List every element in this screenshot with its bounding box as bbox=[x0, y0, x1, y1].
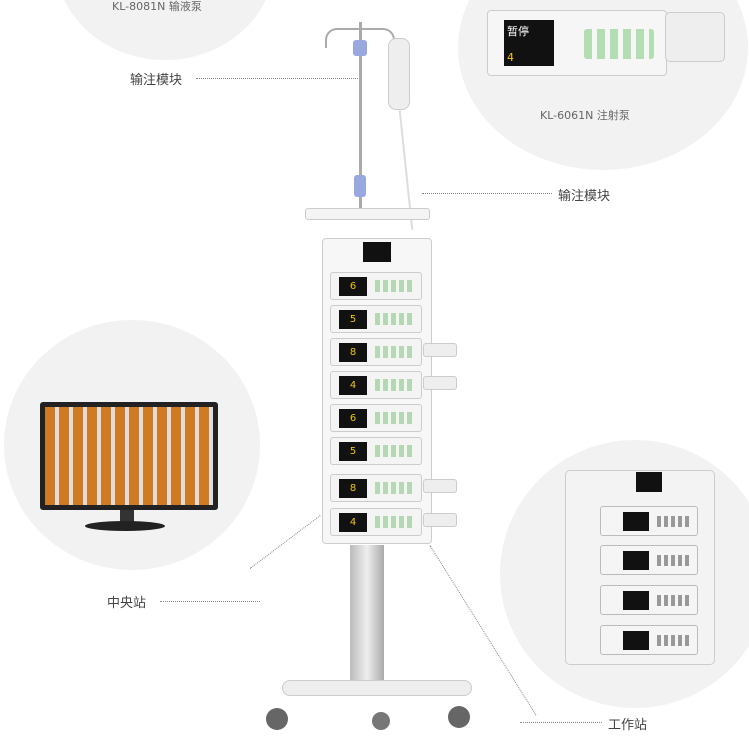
screen-status: 暂停 bbox=[507, 25, 529, 38]
pump-module: 5 bbox=[330, 437, 422, 465]
stand-base bbox=[282, 680, 472, 696]
module-label-right: 输注模块 bbox=[558, 189, 611, 204]
monitor-screen bbox=[45, 407, 213, 505]
iv-pole bbox=[359, 22, 362, 212]
syringe-pump-screen: 暂停 4 bbox=[504, 20, 554, 66]
pump-module: 4 bbox=[330, 508, 457, 536]
workstation-pump bbox=[600, 506, 698, 536]
wheel bbox=[372, 712, 390, 730]
pump-module: 6 bbox=[330, 272, 422, 300]
central-station-monitor bbox=[40, 402, 218, 510]
leader-line bbox=[520, 722, 602, 723]
leader-line bbox=[160, 601, 260, 602]
pump-screen: 6 bbox=[339, 409, 367, 428]
pump-screen: 4 bbox=[339, 513, 367, 532]
stand-column bbox=[350, 545, 384, 695]
iv-bag bbox=[388, 38, 410, 110]
pump-module: 4 bbox=[330, 371, 457, 399]
workstation-label: 工作站 bbox=[608, 718, 648, 733]
pole-knob bbox=[353, 40, 367, 56]
monitor-stand bbox=[120, 510, 134, 522]
infusion-pump-model: KL-8081N 输液泵 bbox=[112, 0, 202, 13]
syringe-pump-device: 暂停 4 bbox=[487, 10, 667, 76]
pump-screen: 6 bbox=[339, 277, 367, 296]
pump-screen: 8 bbox=[339, 479, 367, 498]
workstation-pump bbox=[600, 585, 698, 615]
workstation-screen bbox=[636, 472, 662, 492]
tray bbox=[305, 208, 430, 220]
leader-line bbox=[196, 78, 358, 79]
central-station-label: 中央站 bbox=[107, 596, 147, 611]
pump-screen: 5 bbox=[339, 442, 367, 461]
syringe-pump-model: KL-6061N 注射泵 bbox=[540, 109, 630, 122]
workstation-pump bbox=[600, 625, 698, 655]
module-label-left: 输注模块 bbox=[130, 73, 183, 88]
pump-module: 6 bbox=[330, 404, 422, 432]
pump-module: 5 bbox=[330, 305, 422, 333]
syringe-clamp bbox=[665, 12, 725, 62]
pole-knob bbox=[354, 175, 366, 197]
pump-module: 8 bbox=[330, 474, 457, 502]
workstation-pump bbox=[600, 545, 698, 575]
pump-screen: 5 bbox=[339, 310, 367, 329]
pump-screen: 8 bbox=[339, 343, 367, 362]
wheel bbox=[448, 706, 470, 728]
pump-screen: 4 bbox=[339, 376, 367, 395]
main-unit-screen bbox=[363, 242, 391, 262]
keypad bbox=[584, 29, 654, 59]
leader-line bbox=[422, 193, 552, 194]
pump-module: 8 bbox=[330, 338, 457, 366]
wheel bbox=[266, 708, 288, 730]
leader-line bbox=[249, 515, 321, 569]
monitor-base bbox=[85, 521, 165, 531]
screen-value: 4 bbox=[507, 51, 514, 64]
